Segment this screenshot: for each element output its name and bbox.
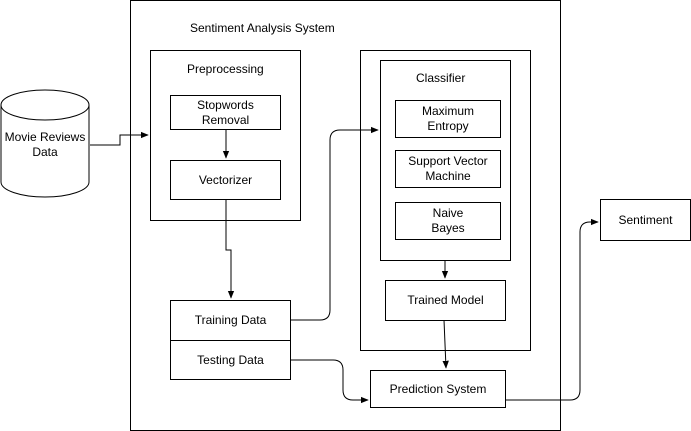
preprocessing-title: Preprocessing [187, 62, 264, 76]
stopwords-removal-node: Stopwords Removal [170, 95, 281, 130]
vectorizer-node: Vectorizer [170, 160, 281, 200]
testing-data-node: Testing Data [170, 340, 291, 380]
arrow-testing-to-prediction [290, 359, 369, 404]
database-cylinder-icon [0, 89, 90, 198]
classifier-title: Classifier [416, 71, 466, 85]
naive-bayes-node: Naive Bayes [395, 202, 501, 240]
prediction-system-node: Prediction System [370, 370, 506, 408]
maximum-entropy-node: Maximum Entropy [395, 100, 501, 138]
arrow-training-to-classifier [290, 126, 379, 321]
support-vector-machine-node: Support Vector Machine [395, 150, 501, 188]
arrow-prediction-to-sentiment [505, 218, 599, 401]
trained-model-node: Trained Model [385, 280, 506, 321]
system-title: Sentiment Analysis System [190, 21, 335, 35]
movie-reviews-data-label: Movie Reviews Data [4, 130, 86, 159]
arrow-trained-model-to-prediction [442, 319, 449, 369]
sentiment-output-node: Sentiment [600, 199, 691, 241]
training-data-node: Training Data [170, 300, 291, 341]
arrow-input-to-preprocessing [90, 131, 149, 146]
arrow-vectorizer-to-training [225, 200, 235, 299]
